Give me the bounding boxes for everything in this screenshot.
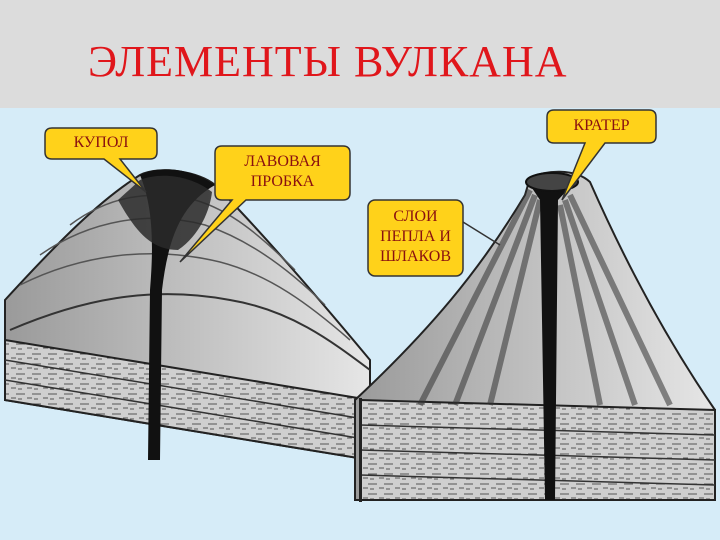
ash-layers-label-line3: ШЛАКОВ: [368, 247, 463, 267]
lava-plug-label-line2: ПРОБКА: [215, 172, 350, 192]
ash-layers-label-line1: СЛОИ: [368, 207, 463, 227]
left-volcano-dome: [5, 169, 370, 460]
crater-label: КРАТЕР: [547, 116, 656, 136]
ash-layers-label-line2: ПЕПЛА И: [368, 227, 463, 247]
lava-plug-label-line1: ЛАВОВАЯ: [215, 152, 350, 172]
lava-plug-label: ЛАВОВАЯ ПРОБКА: [215, 152, 350, 192]
ash-layers-label: СЛОИ ПЕПЛА И ШЛАКОВ: [368, 207, 463, 267]
dome-label: КУПОЛ: [45, 133, 157, 153]
